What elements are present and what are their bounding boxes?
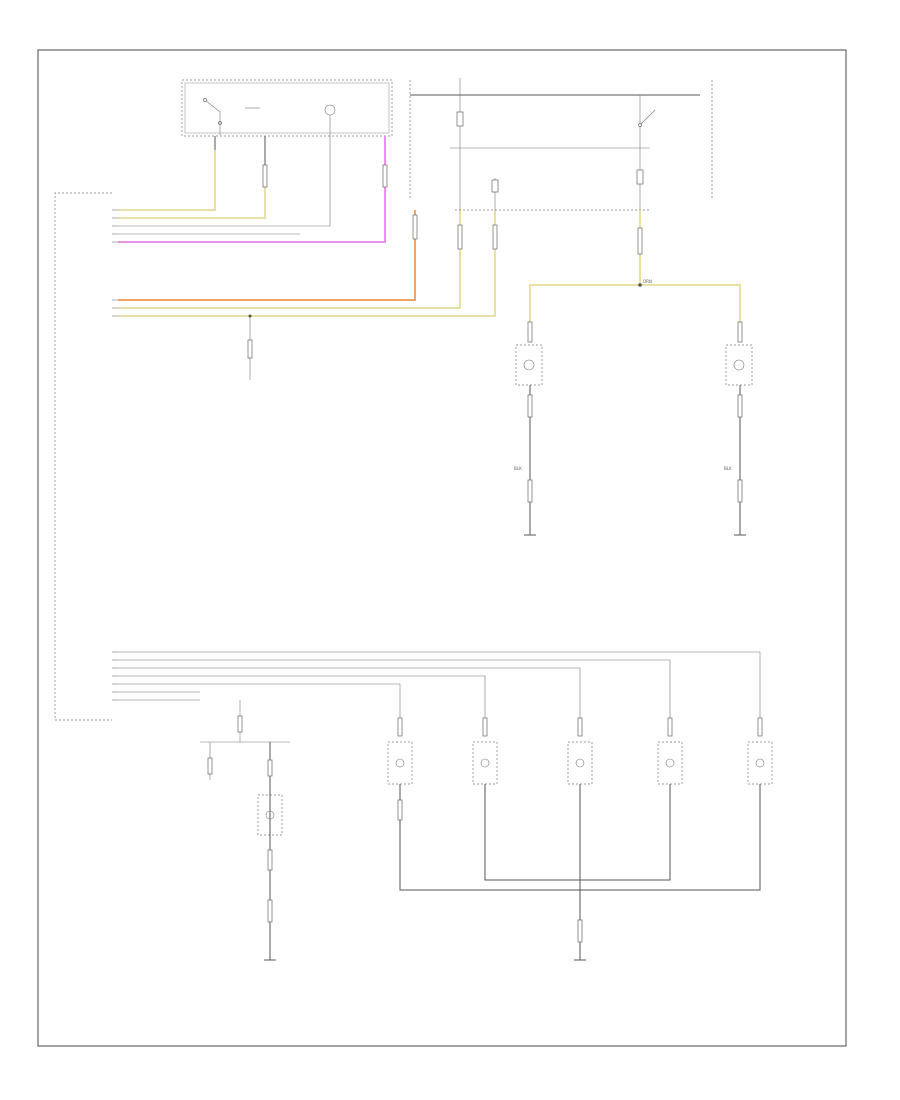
lamp-feed: ORN [529,210,741,340]
module-top-wires [118,136,388,243]
wire-label-blk-right: BLK [724,466,732,471]
wire-label-blk-left: BLK [514,466,522,471]
module-pins-bottom [112,651,118,701]
wire-label-orn: ORN [643,279,652,284]
bottom-bus [118,651,761,730]
bottom-left-branch [200,700,290,961]
body-control-module [54,192,118,721]
module-mid-wires [118,210,498,380]
bottom-switches [387,717,773,961]
module-pins-top [112,209,118,243]
left-lamp: BLK [514,321,543,536]
module-pins-mid [112,299,118,317]
diagram-frame [37,49,847,1047]
headlamp-switch-box [181,79,393,137]
fuse-block [409,78,713,211]
right-lamp: BLK [724,321,753,536]
